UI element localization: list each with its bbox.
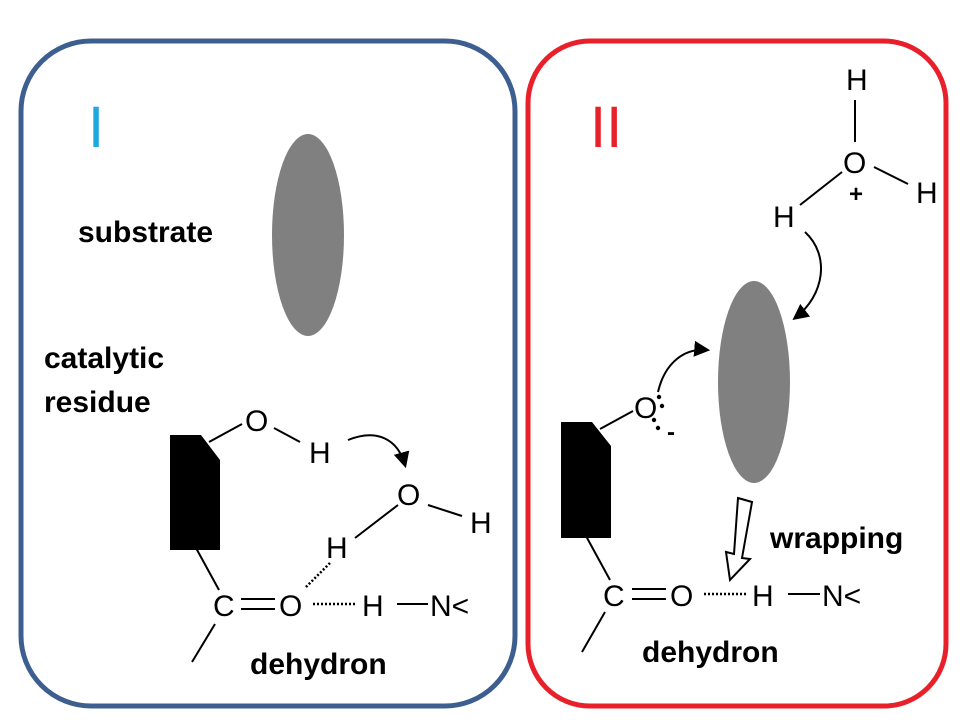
atom-o-hydronium: O <box>843 147 866 180</box>
catalytic-residue-block <box>170 435 220 550</box>
substrate-label: substrate <box>78 216 213 249</box>
atom-n-amide-bound: N< <box>822 580 861 613</box>
proton-to-substrate-arrow <box>792 231 822 320</box>
catalytic-label: catalytic <box>44 342 164 375</box>
bond-residue-anion <box>599 410 634 430</box>
bond-water-oh-right <box>427 504 463 517</box>
atom-h-water-right: H <box>470 507 492 540</box>
wrapping-label: wrapping <box>769 522 903 555</box>
atom-o-carbonyl: O <box>279 590 302 623</box>
atom-h-top: H <box>846 64 868 97</box>
atom-h-right: H <box>916 177 938 210</box>
atom-o-residue: O <box>245 405 268 438</box>
substrate-ellipse <box>272 134 344 336</box>
atom-h-amide: H <box>362 590 384 623</box>
bond-water-oh-low <box>354 504 399 539</box>
atom-n-amide: N< <box>430 590 469 623</box>
atom-h-amide-bound: H <box>752 580 774 613</box>
atom-o-water: O <box>397 479 420 512</box>
atom-o-carbonyl-bound: O <box>670 580 693 613</box>
atom-carbon: C <box>213 590 235 623</box>
atom-h-residue: H <box>309 437 331 470</box>
bond-residue-oxygen <box>208 423 243 443</box>
bond-oxygen-hydrogen <box>273 427 301 443</box>
panel-one-numeral: I <box>88 95 104 160</box>
charge-plus: + <box>849 181 863 208</box>
substrate-ellipse-bound <box>718 281 790 483</box>
panel-one: I substrate catalytic residue O H O H H … <box>18 38 518 709</box>
bond-hydronium-left <box>799 171 843 206</box>
wrapping-arrow <box>724 496 754 583</box>
atom-o-anion: O <box>634 392 657 425</box>
hydrogen-bond-water <box>304 562 331 589</box>
charge-minus: - <box>667 419 675 446</box>
residue-label: residue <box>44 386 151 419</box>
bond-residue-carbon <box>195 547 220 591</box>
dehydron-label-bound: dehydron <box>642 636 779 669</box>
panel-one-border <box>18 38 518 709</box>
bond-carbon-down-bound <box>581 611 606 653</box>
proton-transfer-arrow <box>347 434 410 469</box>
bond-carbon-down <box>191 623 216 663</box>
dehydron-label: dehydron <box>250 648 387 681</box>
panel-two-numeral: II <box>590 95 622 160</box>
lone-pair-dots <box>651 394 665 431</box>
atom-carbon-bound: C <box>603 580 625 613</box>
panel-two: II H O + H H O - wrapping C <box>525 38 949 709</box>
atom-h-water-low: H <box>326 532 348 565</box>
bond-hydronium-right <box>873 166 909 185</box>
catalytic-residue-block-bound <box>561 422 611 538</box>
nucleophilic-attack-arrow <box>657 340 711 393</box>
atom-h-left: H <box>773 201 795 234</box>
bond-residue-carbon-bound <box>585 535 611 581</box>
